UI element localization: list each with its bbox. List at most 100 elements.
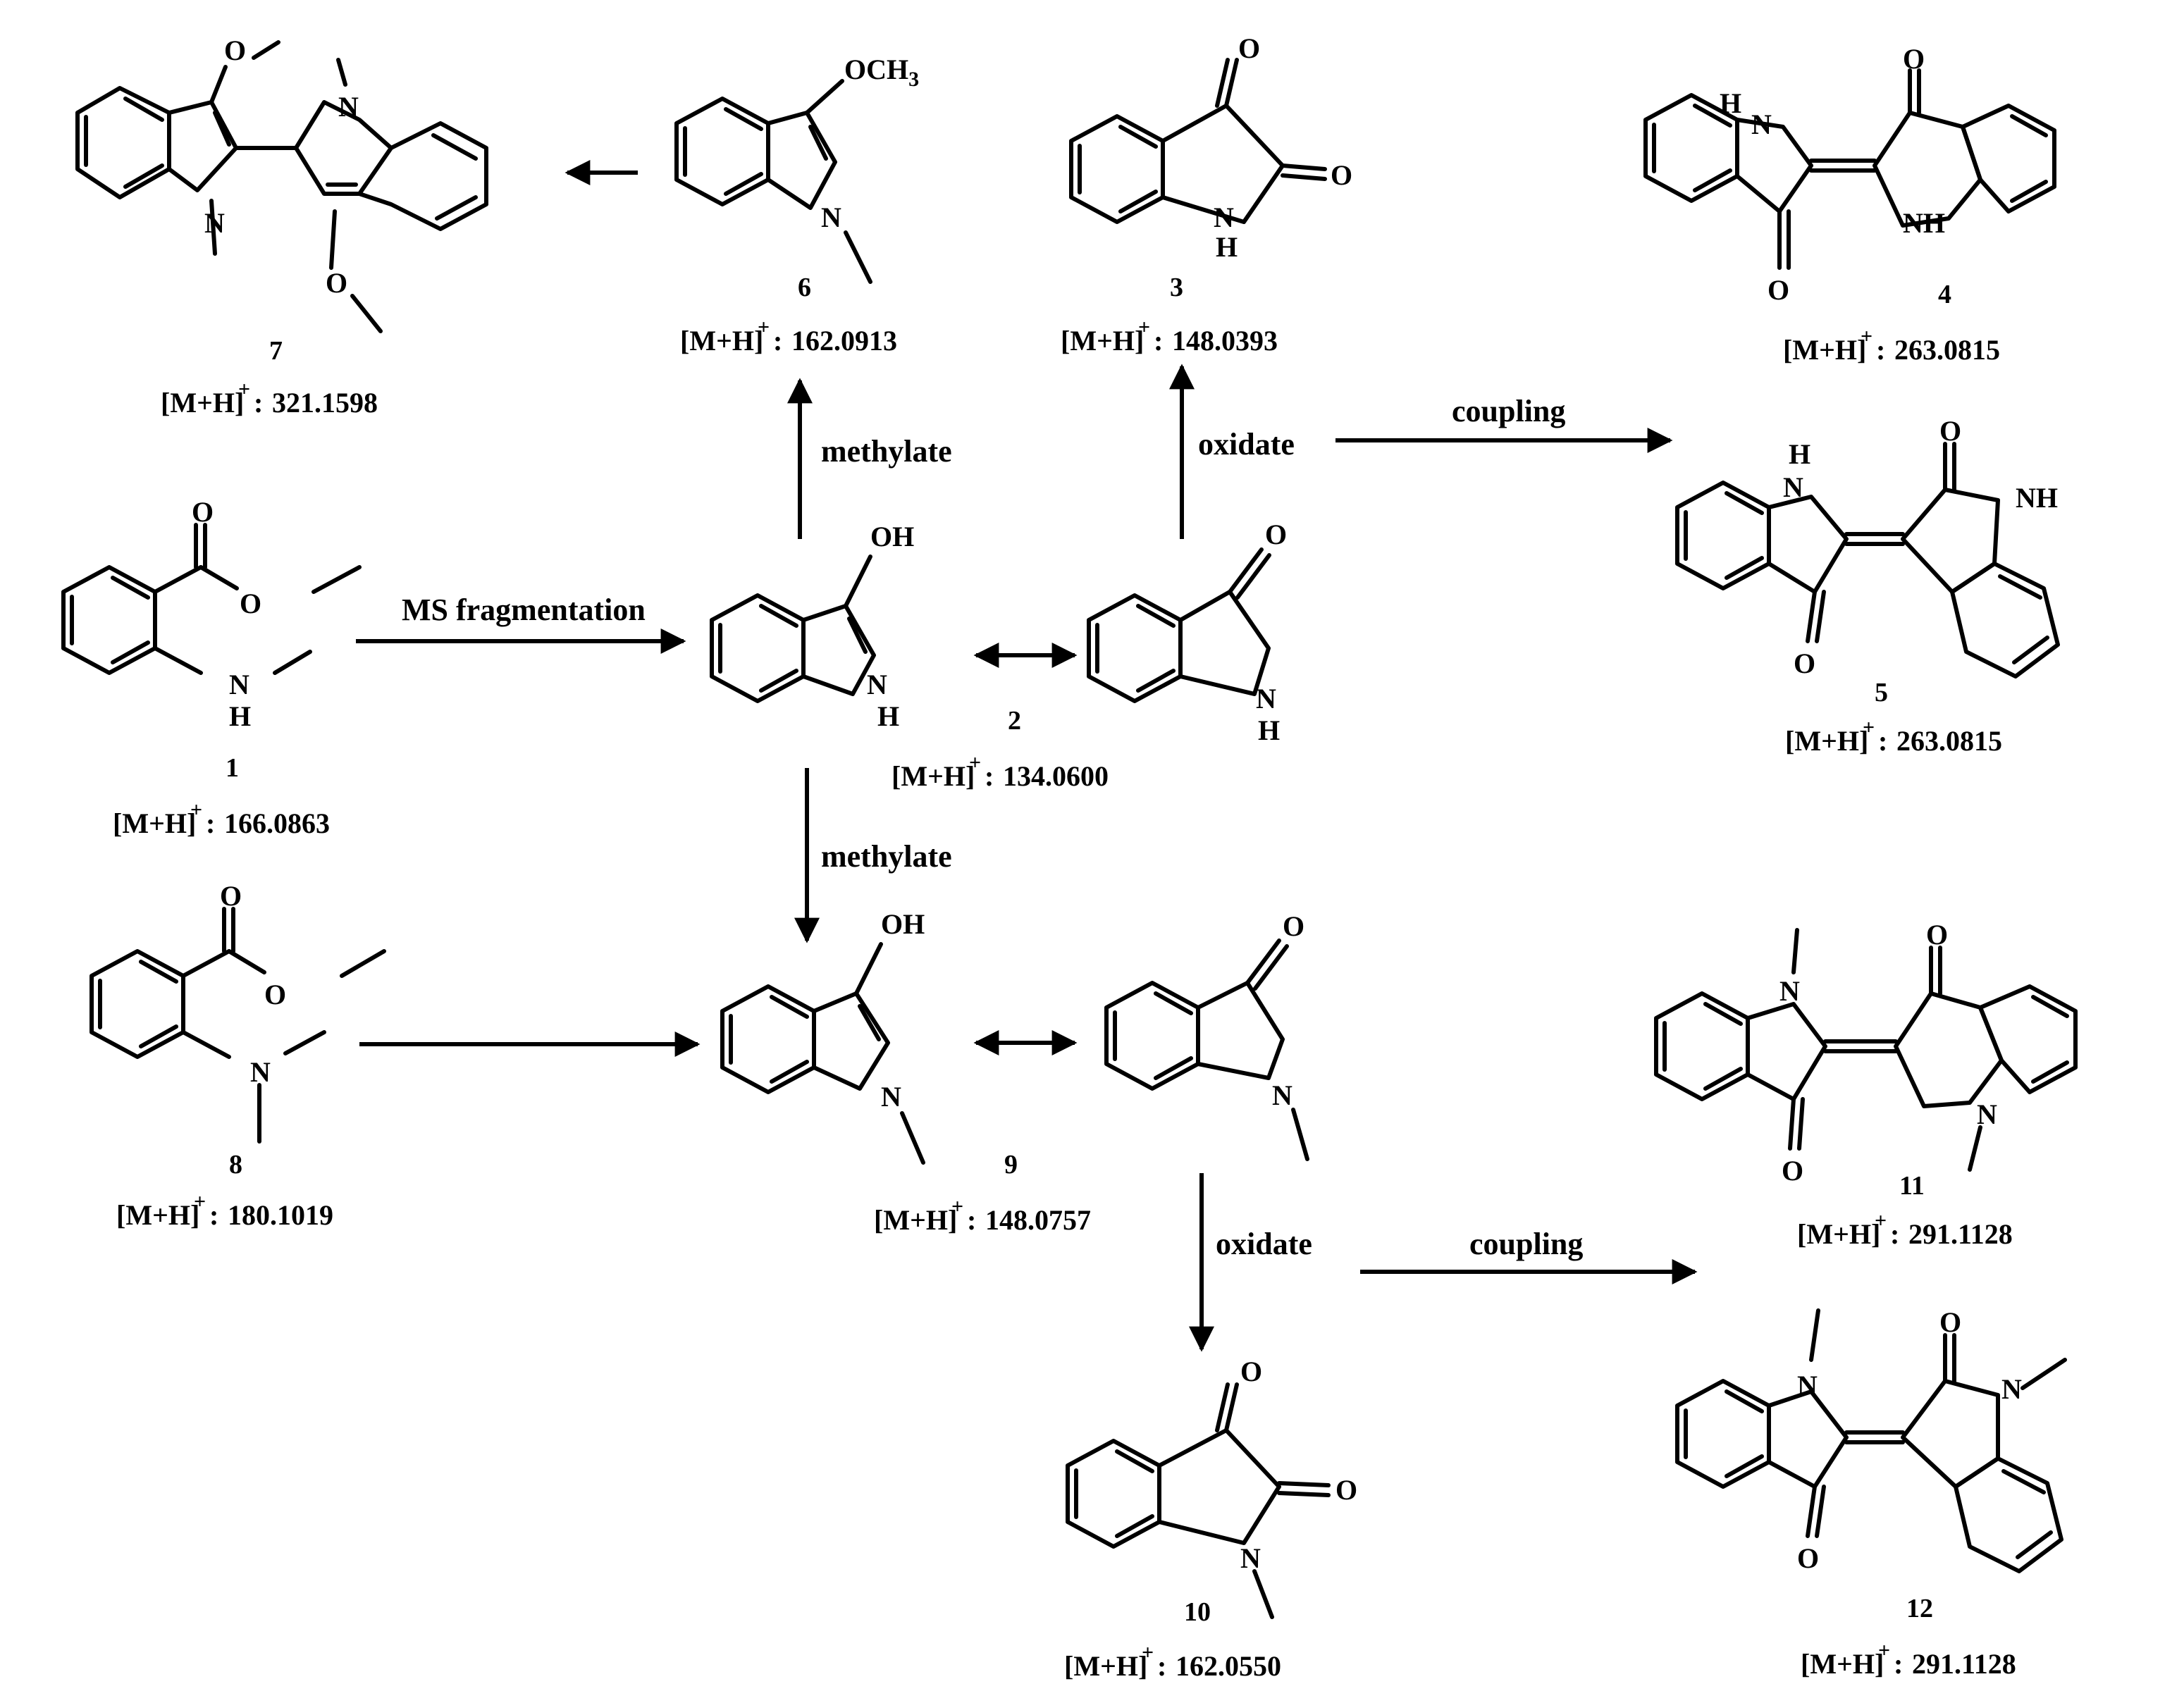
compound-10-ion-sup: + [1142, 1641, 1154, 1664]
compound-7-atom-n2: N [338, 91, 359, 123]
compound-5-atom-h: H [1789, 438, 1810, 470]
compound-1-ion-sup: + [190, 798, 202, 822]
compound-11-structure [1654, 928, 2078, 1172]
compound-2-ion-sup: + [969, 751, 981, 774]
compound-1-atom-o2: O [240, 588, 261, 619]
compound-6-ion-sup: + [758, 316, 770, 339]
compound-6-atom-och: OCH3 [844, 54, 919, 91]
compound-7-atom-o2: O [326, 267, 347, 299]
compound-8-atom-o2: O [264, 979, 286, 1010]
compound-9-enol-structure [720, 942, 925, 1165]
compound-6-structure [674, 79, 872, 284]
compound-8-mass: [M+H] + : 180.1019 [116, 1190, 333, 1231]
label-coupling-bottom: coupling [1469, 1227, 1583, 1261]
compound-11-ion-sup: + [1875, 1209, 1887, 1232]
compound-10-mass-value: 162.0550 [1176, 1650, 1281, 1682]
compound-10-atom-o1: O [1240, 1356, 1262, 1387]
compound-6-mass-value: 162.0913 [791, 325, 897, 357]
compound-4-ion-sup: + [1861, 325, 1873, 348]
compound-2-ion-sep: : [985, 760, 994, 792]
compound-5-mass-value: 263.0815 [1896, 725, 2002, 757]
compound-3-number: 3 [1170, 273, 1183, 302]
compound-1-mass: [M+H] + : 166.0863 [113, 798, 330, 839]
compound-2-mass-value: 134.0600 [1003, 760, 1109, 792]
compound-4-number: 4 [1938, 280, 1951, 309]
compound-7-ion-sup: + [238, 378, 250, 401]
label-coupling-top: coupling [1452, 394, 1565, 428]
compound-8-ion-sep: : [209, 1199, 218, 1231]
compound-8-atom-n: N [250, 1056, 271, 1088]
compound-12-ion-sep: : [1894, 1648, 1903, 1680]
compound-10-ion-prefix: [M+H] [1064, 1650, 1147, 1682]
compound-10-mass: [M+H] + : 162.0550 [1064, 1641, 1281, 1682]
compound-12-structure [1675, 1308, 2067, 1573]
compound-11-mass: [M+H] + : 291.1128 [1797, 1209, 2013, 1250]
compound-9-keto-structure [1104, 939, 1309, 1161]
compound-12-mass: [M+H] + : 291.1128 [1801, 1639, 2016, 1680]
compound-4-ion-sep: : [1876, 334, 1885, 366]
compound-5-ion-prefix: [M+H] [1785, 725, 1868, 757]
compound-6-och-text: OCH [844, 54, 908, 85]
compound-11-ion-sep: : [1890, 1218, 1899, 1250]
compound-6-och-subscript: 3 [908, 68, 919, 91]
compound-12-atom-o1: O [1797, 1542, 1819, 1574]
compound-10-number: 10 [1184, 1597, 1211, 1627]
compound-9-atom-oh: OH [881, 908, 925, 940]
compound-12-atom-n2: N [2001, 1373, 2022, 1405]
compound-12-atom-n1: N [1797, 1370, 1818, 1401]
compound-5-atom-o2: O [1939, 415, 1961, 447]
compound-2-atom-h: H [877, 700, 899, 732]
compound-8-atom-o1: O [220, 880, 242, 912]
compound-2-mass: [M+H] + : 134.0600 [892, 751, 1109, 792]
compound-3-mass: [M+H] + : 148.0393 [1061, 316, 1278, 357]
compound-9-atom-n2: N [1272, 1079, 1292, 1111]
compound-11-atom-n2: N [1977, 1098, 1997, 1130]
compound-2-ion-prefix: [M+H] [892, 760, 975, 792]
compound-7-mass-value: 321.1598 [272, 387, 378, 419]
compound-11-atom-o1: O [1782, 1155, 1803, 1187]
compound-6-ion-sep: : [773, 325, 782, 357]
compound-11-atom-o2: O [1926, 919, 1948, 950]
compound-1-atom-h: H [229, 700, 251, 732]
compound-12-ion-prefix: [M+H] [1801, 1648, 1884, 1680]
compound-3-mass-value: 148.0393 [1172, 325, 1278, 357]
compound-5-mass: [M+H] + : 263.0815 [1785, 716, 2002, 757]
compound-5-atom-n: N [1783, 471, 1803, 503]
compound-11-ion-prefix: [M+H] [1797, 1218, 1880, 1250]
compound-10-structure [1066, 1382, 1331, 1619]
compound-5-atom-o1: O [1794, 648, 1815, 679]
compound-7-ion-sep: : [254, 387, 263, 419]
compound-7-atom-o1: O [224, 35, 246, 66]
compound-4-atom-n1-h: H [1720, 87, 1741, 119]
compound-5-atom-nh: NH [2016, 482, 2058, 514]
compound-4-ion-prefix: [M+H] [1783, 334, 1866, 366]
compound-9-ion-sup: + [951, 1195, 963, 1218]
compound-4-atom-nh: NH [1903, 207, 1945, 239]
compound-3-structure [1069, 58, 1327, 224]
compound-3-atom-n: N [1214, 202, 1234, 233]
compound-8-number: 8 [229, 1150, 242, 1179]
compound-1-atom-n: N [229, 669, 249, 700]
compound-3-atom-h: H [1216, 231, 1238, 263]
compound-3-ion-sup: + [1138, 316, 1150, 339]
compound-9-ion-sep: : [967, 1204, 976, 1236]
label-oxidate-down: oxidate [1216, 1227, 1312, 1261]
compound-7-atom-n1: N [204, 207, 225, 239]
compound-12-atom-o2: O [1939, 1306, 1961, 1338]
compound-5-number: 5 [1875, 678, 1888, 707]
compound-5-ion-sep: : [1878, 725, 1887, 757]
compound-2-atom-h2: H [1258, 714, 1280, 746]
compound-2-atom-oh: OH [870, 521, 914, 552]
compound-6-ion-prefix: [M+H] [680, 325, 763, 357]
compound-4-atom-o1: O [1767, 274, 1789, 306]
compound-7-structure [75, 40, 488, 333]
compound-9-number: 9 [1004, 1150, 1018, 1179]
compound-2-atom-n: N [867, 669, 887, 700]
compound-6-number: 6 [798, 273, 811, 302]
compound-10-ion-sep: : [1157, 1650, 1166, 1682]
compound-1-atom-o1: O [192, 496, 214, 528]
compound-2-atom-n2: N [1256, 683, 1276, 714]
compound-4-mass-value: 263.0815 [1894, 334, 2000, 366]
compound-12-ion-sup: + [1878, 1639, 1890, 1662]
